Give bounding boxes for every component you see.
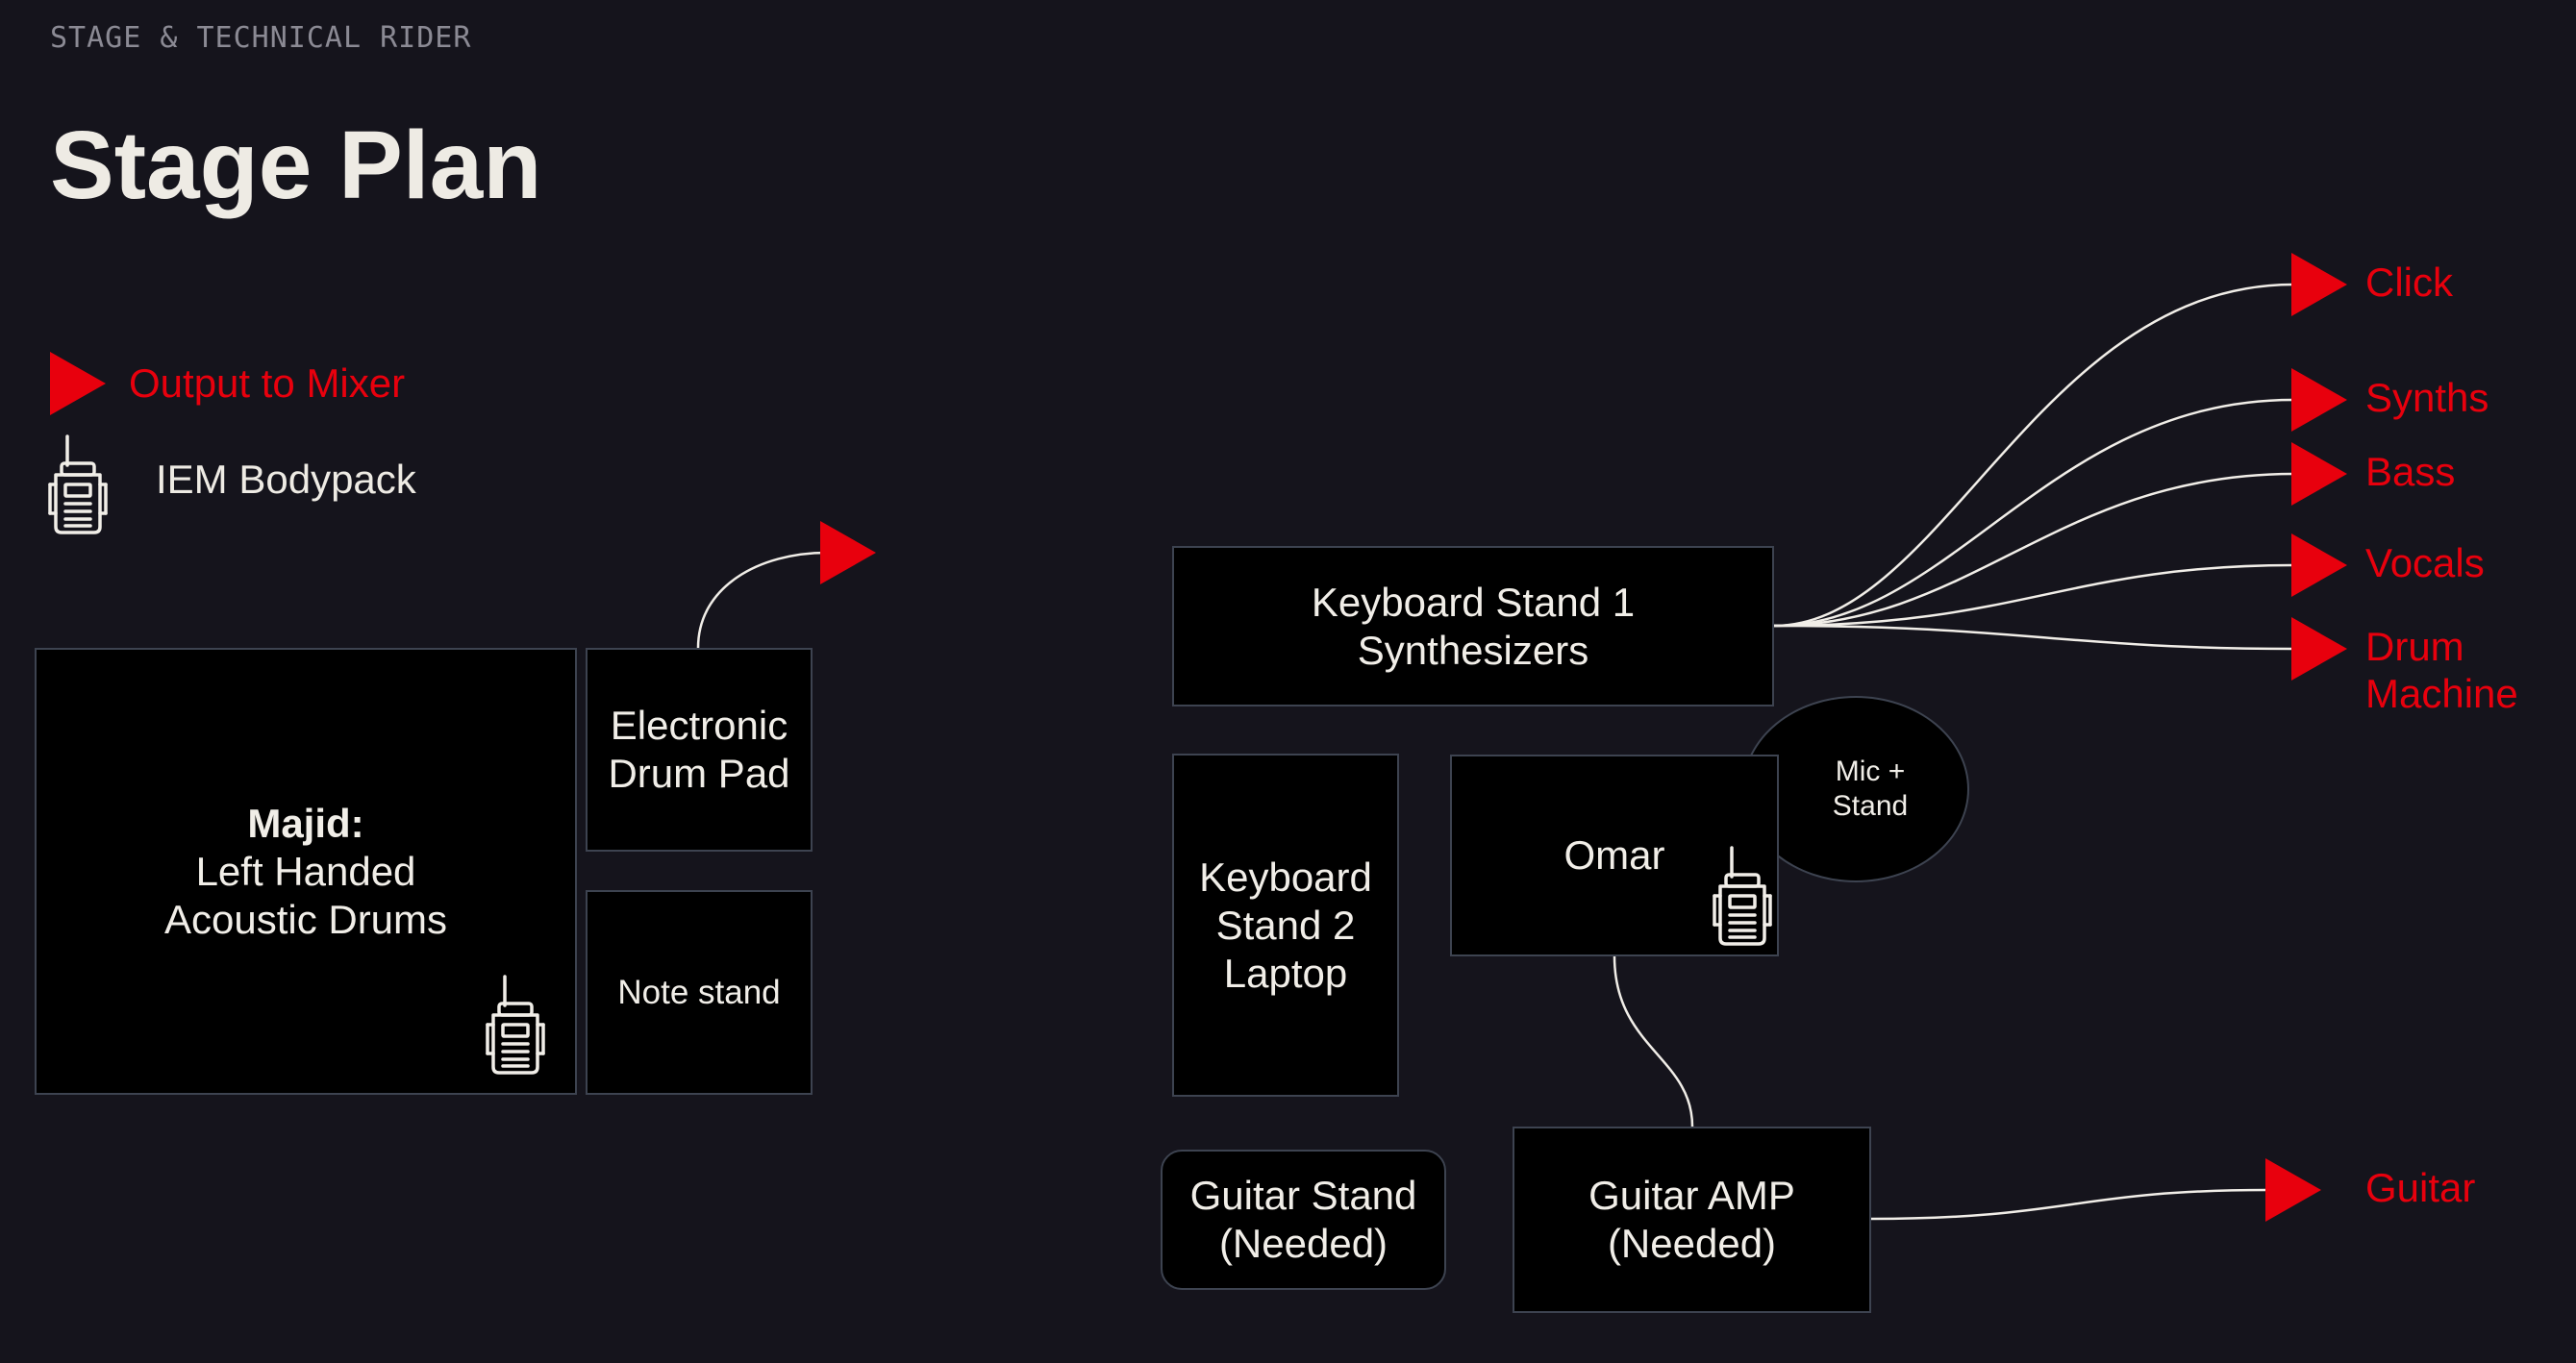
- vocals-output-icon: [2291, 533, 2347, 597]
- guitar-stand-box[interactable]: Guitar Stand (Needed): [1161, 1150, 1446, 1290]
- guitar-stand-line2: (Needed): [1218, 1221, 1388, 1266]
- output-bass-label: Bass: [2365, 449, 2456, 494]
- guitar-stand-line1: Guitar Stand: [1189, 1173, 1417, 1218]
- click-output-icon: [2291, 253, 2347, 316]
- legend-output-label: Output to Mixer: [129, 360, 406, 406]
- omar-to-guitar-amp-line: [1613, 955, 1694, 1128]
- drum-pad-line2: Drum Pad: [608, 751, 790, 796]
- legend-iem-label: IEM Bodypack: [156, 457, 416, 502]
- amp-to-guitar-line: [1870, 1188, 2268, 1221]
- output-triangle-icon: [50, 352, 106, 415]
- keyboard1-line2: Synthesizers: [1357, 627, 1589, 673]
- note-stand-box[interactable]: Note stand: [586, 890, 813, 1095]
- mic-line1: Mic +: [1835, 756, 1906, 787]
- omar-box[interactable]: Omar: [1450, 755, 1779, 956]
- output-click-label: Click: [2365, 260, 2453, 305]
- drum-machine-output-icon: [2291, 617, 2347, 681]
- output-synths-label: Synths: [2365, 375, 2489, 420]
- guitar-amp-line1: Guitar AMP: [1588, 1173, 1795, 1218]
- drums-box[interactable]: Majid: Left Handed Acoustic Drums: [35, 648, 577, 1095]
- omar-iem-bodypack-icon: [1713, 846, 1772, 946]
- kb1-to-synths-line: [1773, 398, 2294, 628]
- synths-output-icon: [2291, 368, 2347, 432]
- mic-line2: Stand: [1832, 790, 1909, 822]
- kb1-to-bass-line: [1773, 472, 2294, 628]
- bass-output-icon: [2291, 442, 2347, 506]
- mic-stand-ellipse[interactable]: Mic + Stand: [1742, 696, 1969, 882]
- omar-label: Omar: [1563, 832, 1665, 878]
- drums-iem-bodypack-icon: [486, 975, 545, 1075]
- drums-line2: Acoustic Drums: [163, 896, 448, 942]
- page-eyebrow: STAGE & TECHNICAL RIDER: [50, 21, 472, 55]
- guitar-amp-box[interactable]: Guitar AMP (Needed): [1513, 1127, 1871, 1313]
- keyboard1-line1: Keyboard Stand 1: [1311, 579, 1636, 625]
- drum-pad-line1: Electronic: [610, 703, 788, 748]
- drums-line1: Left Handed: [195, 848, 416, 894]
- output-vocals-label: Vocals: [2365, 540, 2485, 585]
- keyboard-stand-2-box[interactable]: Keyboard Stand 2 Laptop: [1172, 754, 1399, 1097]
- guitar-amp-line2: (Needed): [1607, 1221, 1777, 1266]
- drum-pad-output-icon: [820, 521, 876, 584]
- note-stand-label: Note stand: [617, 973, 781, 1011]
- output-guitar-label: Guitar: [2365, 1165, 2476, 1210]
- kb1-to-vocals-line: [1773, 563, 2294, 628]
- keyboard2-line1: Keyboard: [1199, 854, 1372, 900]
- guitar-output-icon: [2265, 1158, 2321, 1222]
- iem-bodypack-icon: [48, 434, 108, 534]
- drums-name: Majid:: [247, 800, 364, 846]
- drum-pad-box[interactable]: Electronic Drum Pad: [586, 648, 813, 852]
- keyboard-stand-1-box[interactable]: Keyboard Stand 1 Synthesizers: [1172, 546, 1774, 706]
- keyboard2-line3: Laptop: [1223, 950, 1348, 996]
- output-drum-machine-label-2: Machine: [2365, 671, 2518, 716]
- drumpad-to-output-line: [696, 551, 828, 649]
- kb1-to-click-line: [1773, 283, 2294, 628]
- kb1-to-drum-machine-line: [1773, 624, 2294, 651]
- keyboard2-line2: Stand 2: [1215, 902, 1356, 948]
- page-title: Stage Plan: [50, 112, 542, 219]
- output-drum-machine-label-1: Drum: [2365, 624, 2464, 669]
